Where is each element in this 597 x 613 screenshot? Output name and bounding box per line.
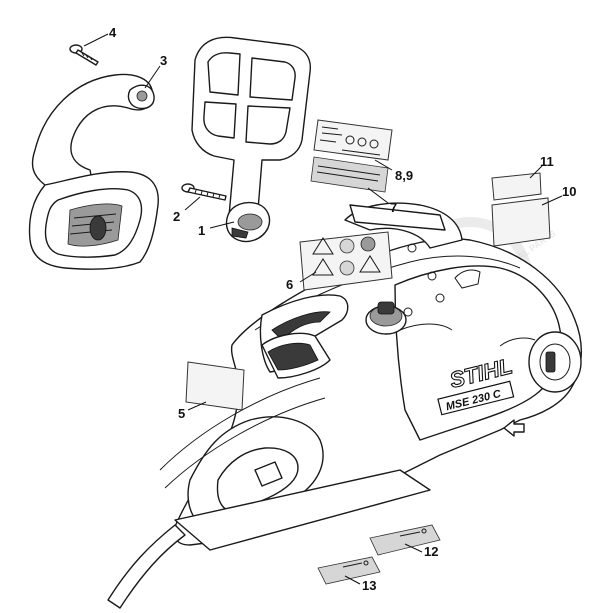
callout-1: 1 bbox=[198, 223, 205, 238]
part-12-plate bbox=[369, 524, 441, 556]
callout-3: 3 bbox=[160, 53, 167, 68]
callout-10: 10 bbox=[562, 184, 576, 199]
part-13-plate bbox=[317, 556, 381, 585]
callout-11: 11 bbox=[540, 154, 554, 169]
callout-7: 7 bbox=[390, 200, 397, 215]
callout-6: 6 bbox=[286, 277, 293, 292]
part-2-screw bbox=[181, 183, 227, 201]
chainsaw-housing bbox=[159, 202, 583, 551]
part-11-sticker bbox=[491, 172, 542, 201]
part-3-side-cover bbox=[28, 73, 159, 270]
part-5-sticker bbox=[185, 361, 245, 411]
callout-2: 2 bbox=[173, 209, 180, 224]
callouts: 4 3 2 1 8,9 7 11 10 6 5 12 13 bbox=[109, 25, 576, 593]
part-1-hand-guard bbox=[191, 36, 312, 243]
callout-12: 12 bbox=[424, 544, 438, 559]
leader-lines bbox=[83, 33, 563, 585]
part-6-warning-decal bbox=[299, 231, 393, 291]
part-4-screw bbox=[69, 44, 99, 66]
callout-8-9: 8,9 bbox=[395, 168, 413, 183]
part-10-sticker bbox=[491, 197, 551, 247]
callout-13: 13 bbox=[362, 578, 376, 593]
part-7-label-strip bbox=[310, 156, 389, 193]
callout-5: 5 bbox=[178, 406, 185, 421]
callout-4: 4 bbox=[109, 25, 117, 40]
power-cord bbox=[107, 524, 186, 609]
part-8-9-rating-plate bbox=[313, 119, 393, 161]
